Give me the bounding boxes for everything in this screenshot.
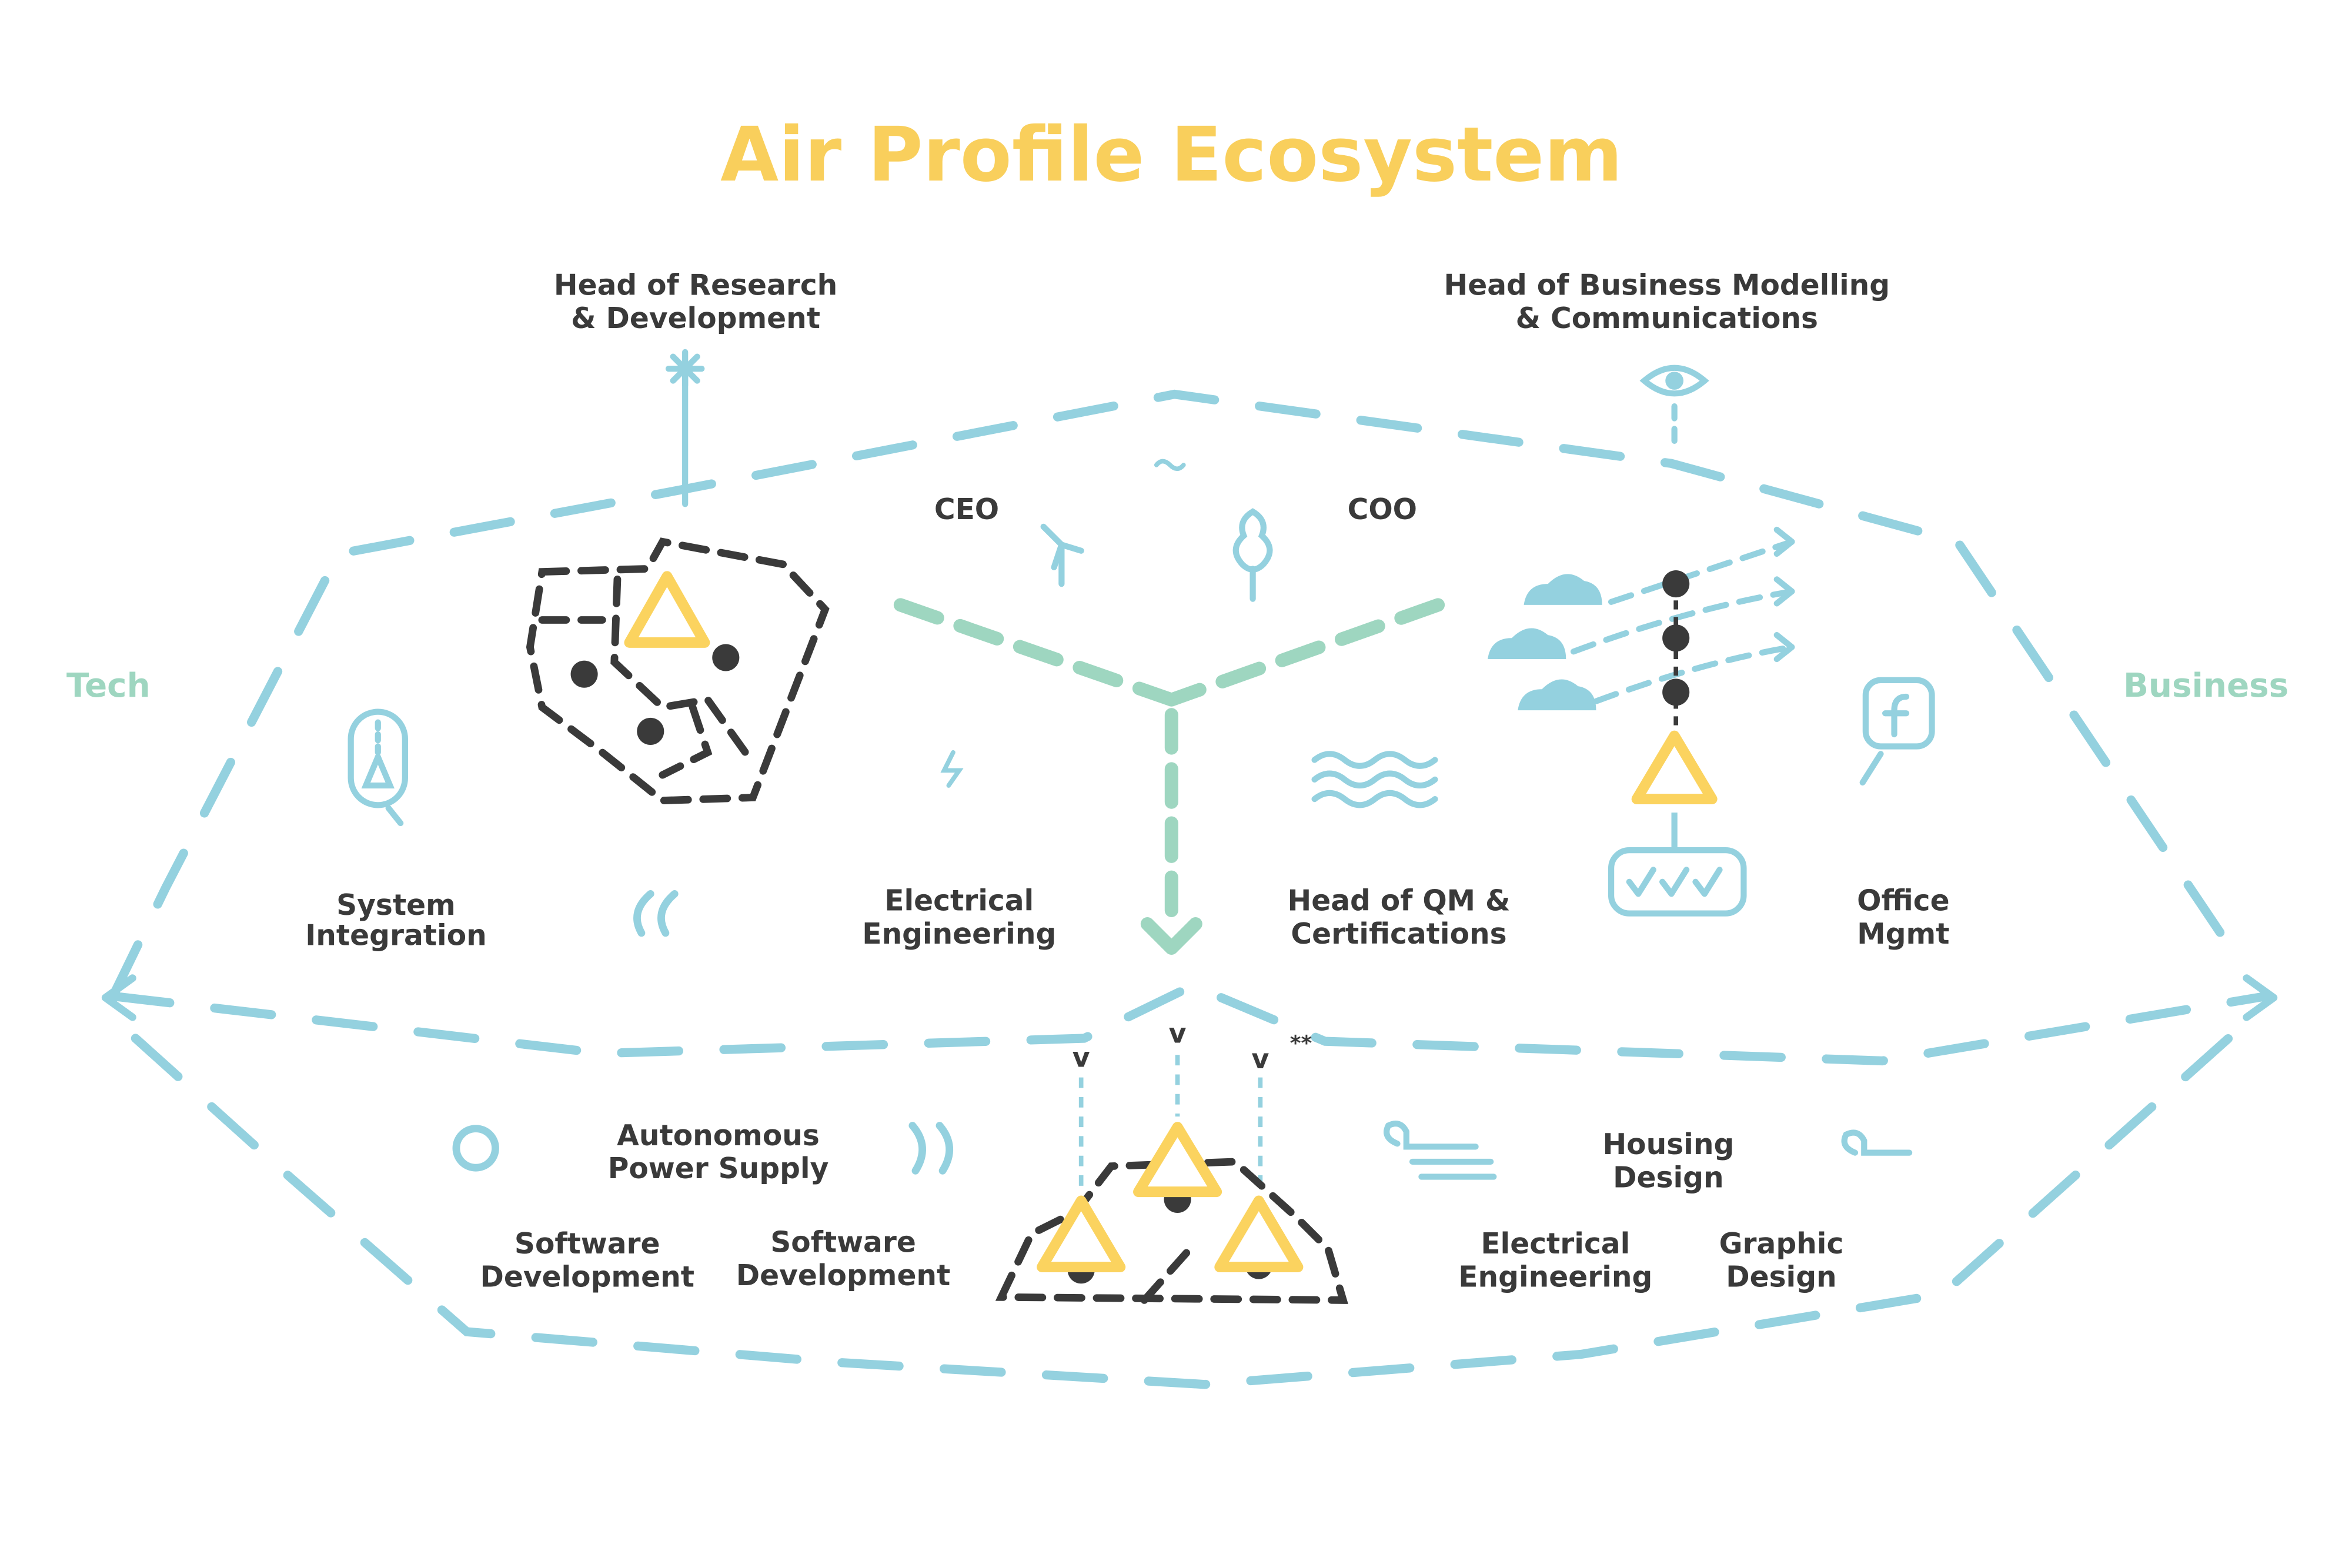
svg-text:Software: Software (514, 1228, 660, 1261)
diagram-title: Air Profile Ecosystem (720, 111, 1622, 199)
electrical-engineering-label: Electrical Engineering (862, 885, 1056, 951)
flow-arrows (1570, 539, 1795, 704)
ring-icon (452, 1125, 499, 1172)
rd-node-1 (570, 660, 598, 688)
bm-node-3 (1662, 678, 1690, 706)
cloud-cluster (1488, 574, 1602, 711)
svg-text:Integration: Integration (305, 919, 487, 952)
svg-text:Design: Design (1726, 1261, 1836, 1293)
svg-text:Software: Software (770, 1226, 916, 1259)
outline-arrow-icons (101, 974, 2278, 1021)
rd-node-3 (637, 717, 664, 745)
svg-text:Office: Office (1857, 885, 1949, 918)
team-cluster (995, 1158, 1348, 1304)
svg-text:Development: Development (736, 1259, 951, 1292)
head-rd-label: Head of Research & Development (554, 269, 837, 335)
svg-text:Electrical: Electrical (884, 885, 1034, 918)
svg-text:Engineering: Engineering (862, 918, 1056, 951)
ceo-label: CEO (934, 493, 999, 526)
head-bm-label: Head of Business Modelling & Communicati… (1444, 269, 1890, 335)
cloud-icon (1518, 679, 1596, 711)
autonomous-power-label: Autonomous Power Supply (608, 1119, 829, 1185)
bm-node-2 (1662, 624, 1690, 652)
cloud-icon (1488, 628, 1566, 660)
svg-text:& Development: & Development (571, 302, 820, 335)
svg-text:Development: Development (480, 1261, 694, 1293)
flow-arrow-heads (1773, 526, 1795, 663)
wind-left-icon (1384, 1121, 1497, 1180)
business-label: Business (2123, 667, 2288, 705)
wind-right-icon (1841, 1129, 1913, 1156)
v-marker-1: v (1073, 1042, 1090, 1074)
ecosystem-outline (108, 389, 2271, 1389)
checklist-icon (1608, 847, 1747, 917)
system-integration-label: System Integration (305, 889, 487, 952)
svg-text:Electrical: Electrical (1481, 1228, 1630, 1261)
bm-warning-triangle (1631, 730, 1718, 805)
svg-text:Housing: Housing (1602, 1128, 1734, 1161)
svg-text:Graphic: Graphic (1719, 1228, 1844, 1261)
facebook-icon (1859, 677, 1935, 786)
software-dev-2-label: Software Development (736, 1226, 951, 1292)
right-arrow-icon (2243, 974, 2278, 1021)
open-quote-icon (633, 890, 679, 937)
svg-text:Power Supply: Power Supply (608, 1152, 829, 1185)
tech-label: Tech (66, 667, 151, 705)
svg-text:Head of QM &: Head of QM & (1288, 885, 1511, 918)
wind-turbine-icon (1040, 523, 1084, 587)
rd-cluster (526, 537, 830, 805)
team-triangle-3 (1214, 1195, 1304, 1273)
team-triangle-1 (1037, 1195, 1126, 1273)
housing-design-label: Housing Design (1602, 1128, 1734, 1194)
svg-text:& Communications: & Communications (1516, 302, 1818, 335)
svg-text:Autonomous: Autonomous (617, 1119, 820, 1152)
software-dev-1-label: Software Development (480, 1228, 694, 1293)
svg-text:Mgmt: Mgmt (1857, 918, 1949, 951)
office-mgmt-label: Office Mgmt (1857, 885, 1949, 951)
coo-label: COO (1348, 493, 1417, 526)
graphic-design-label: Graphic Design (1719, 1228, 1844, 1293)
svg-text:Engineering: Engineering (1458, 1261, 1652, 1293)
down-arrow-icon (1140, 917, 1202, 955)
team-triangle-2 (1133, 1122, 1222, 1198)
left-arrow-icon (101, 974, 136, 1021)
system-integration-icon (348, 708, 408, 827)
head-qm-label: Head of QM & Certifications (1288, 885, 1511, 951)
eye-icon (1639, 365, 1709, 454)
close-quote-icon (908, 1122, 953, 1175)
stars-marker: ** (1290, 1032, 1312, 1056)
waves-icon (1311, 751, 1438, 808)
tree-icon (1232, 508, 1273, 602)
electrical-engineering-bottom-label: Electrical Engineering (1458, 1228, 1652, 1293)
rd-warning-triangle (624, 571, 710, 648)
svg-text:Certifications: Certifications (1291, 918, 1506, 951)
svg-text:System: System (336, 889, 456, 922)
rd-antenna-icon (665, 349, 705, 507)
svg-text:Head of Business Modelling: Head of Business Modelling (1444, 269, 1890, 302)
rd-node-2 (712, 644, 740, 671)
lightning-icon (940, 750, 964, 788)
bm-node-1 (1662, 570, 1690, 598)
cloud-icon (1524, 574, 1602, 605)
tilde-icon (1154, 459, 1186, 472)
v-marker-2: v (1169, 1018, 1187, 1049)
svg-text:Design: Design (1613, 1161, 1723, 1194)
svg-text:Head of Research: Head of Research (554, 269, 837, 302)
v-marker-3: v (1251, 1043, 1269, 1075)
v-connectors (1078, 1055, 1263, 1192)
leadership-merge-arrow (893, 598, 1445, 955)
